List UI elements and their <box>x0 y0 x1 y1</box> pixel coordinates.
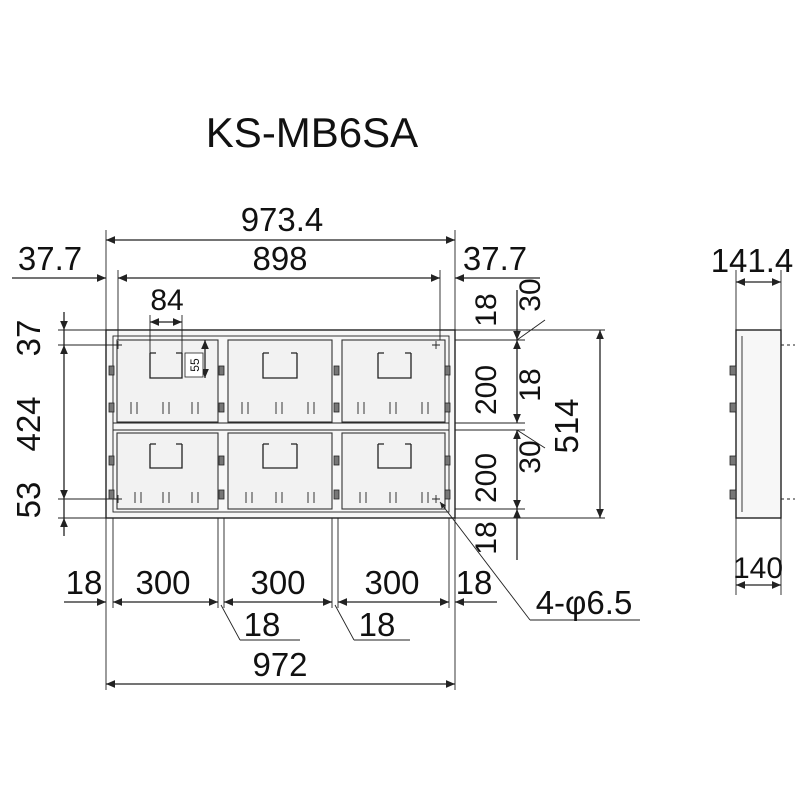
middle-height-label: 424 <box>10 396 47 451</box>
door-2 <box>227 339 333 423</box>
side-view <box>729 270 795 595</box>
model-title: KS-MB6SA <box>206 109 418 156</box>
right-offset-label: 37.7 <box>463 240 527 277</box>
right-lower-30-label: 30 <box>514 440 547 473</box>
total-width-label: 972 <box>252 646 307 683</box>
door-width-1-label: 300 <box>135 564 190 601</box>
door-4 <box>116 432 219 510</box>
right-lower-200-label: 200 <box>470 453 503 503</box>
front-view <box>105 329 456 519</box>
handle-width-label: 84 <box>150 284 183 317</box>
right-top-18-label: 18 <box>470 293 503 326</box>
inner-width-label: 898 <box>252 240 307 277</box>
bottom-margin-label: 53 <box>10 482 47 519</box>
gap-2-label: 18 <box>359 606 396 643</box>
bottom-left-18-label: 18 <box>66 564 103 601</box>
handle-depth-label: 55 <box>188 358 202 372</box>
left-offset-label: 37.7 <box>18 240 82 277</box>
total-height-label: 514 <box>548 398 585 453</box>
right-mid-18-label: 18 <box>514 368 547 401</box>
side-depth-top-label: 141.4 <box>711 242 794 279</box>
door-width-2-label: 300 <box>250 564 305 601</box>
top-margin-label: 37 <box>10 320 47 357</box>
door-6 <box>341 432 446 510</box>
door-3 <box>341 339 446 423</box>
holes-label: 4-φ6.5 <box>536 584 633 621</box>
side-depth-bottom-label: 140 <box>733 552 783 585</box>
hinges <box>108 365 451 500</box>
gap-1-label: 18 <box>244 606 281 643</box>
door-width-3-label: 300 <box>364 564 419 601</box>
right-upper-200-label: 200 <box>470 365 503 415</box>
right-top-30-label: 30 <box>514 278 547 311</box>
door-1 <box>116 339 219 423</box>
mailbox-inner-frame <box>112 335 450 513</box>
door-5 <box>227 432 333 510</box>
bottom-right-18-label: 18 <box>456 564 493 601</box>
overall-top-width-label: 973.4 <box>241 201 324 238</box>
right-bottom-18-label: 18 <box>470 521 503 554</box>
